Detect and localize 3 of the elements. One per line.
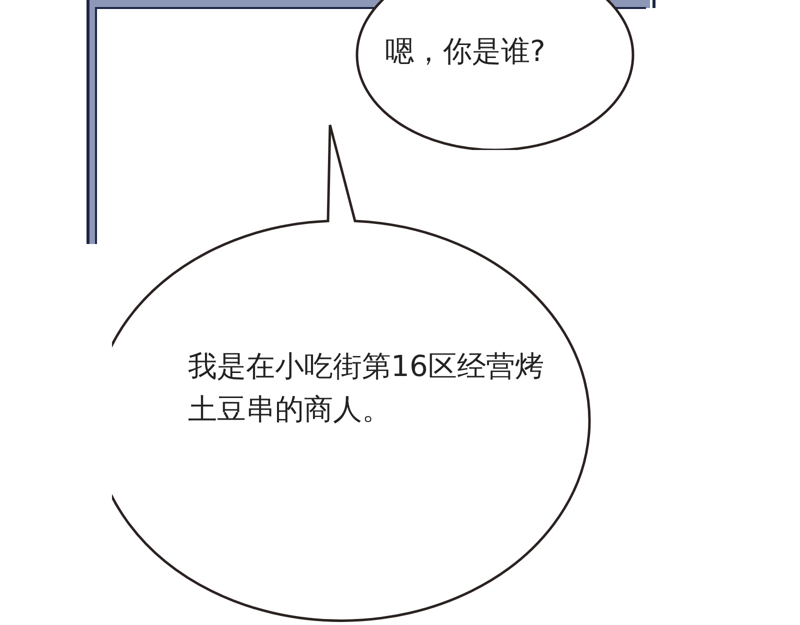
dialogue-text: 我是在小吃街第16区经营烤土豆串的商人。 bbox=[188, 348, 545, 428]
speech-bubble bbox=[355, 0, 635, 150]
dialogue-text: 嗯，你是谁? bbox=[385, 33, 546, 70]
